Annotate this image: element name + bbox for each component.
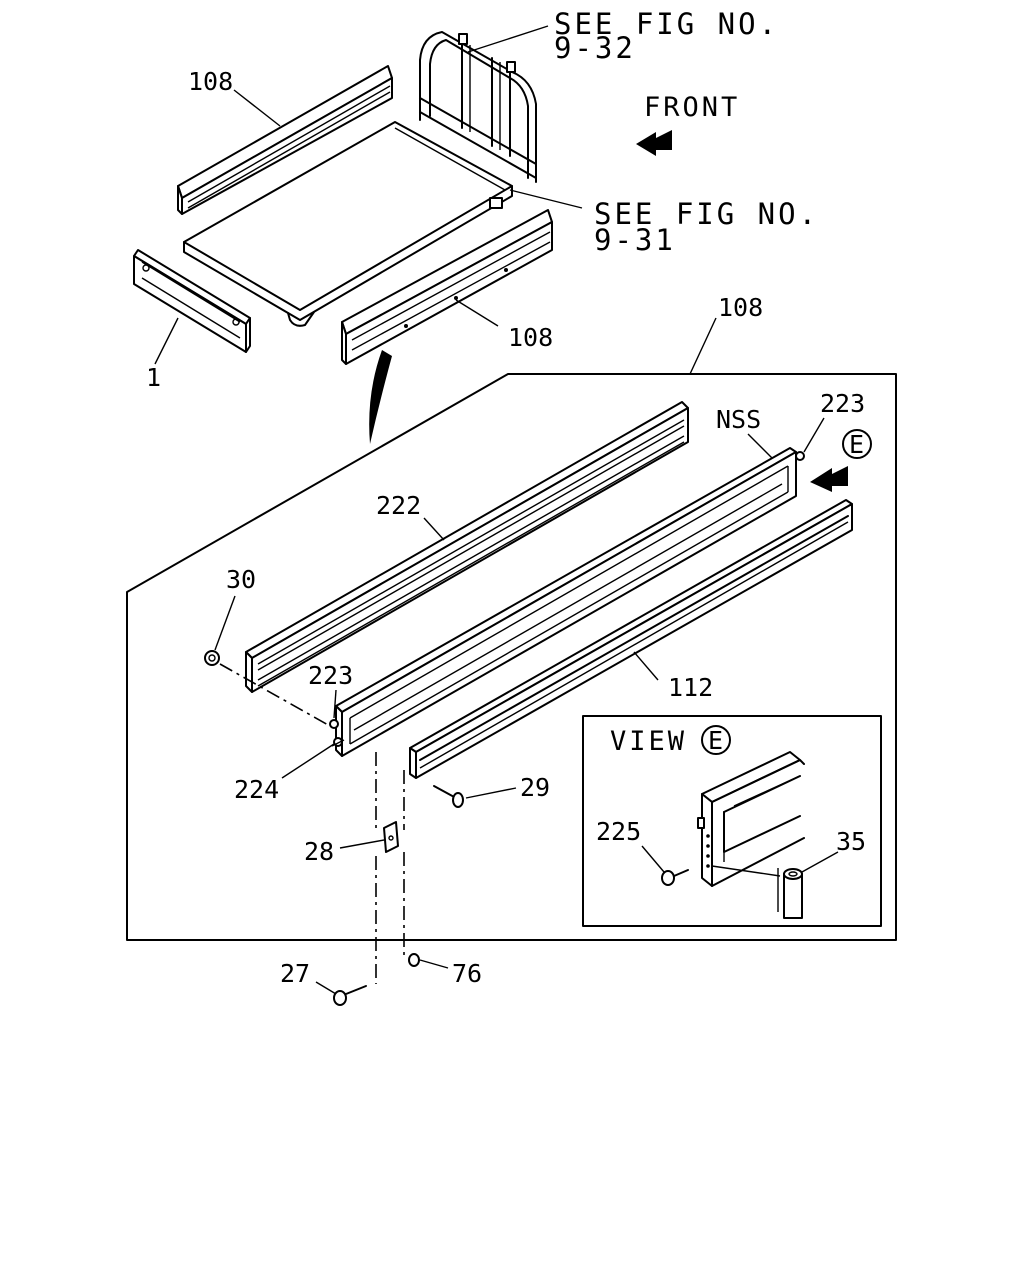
label-76: 76 [452, 959, 482, 988]
label-35: 35 [836, 827, 866, 856]
label-223-end: 223 [820, 389, 865, 418]
label-nss: NSS [716, 405, 761, 434]
label-224: 224 [234, 775, 279, 804]
rail-nss [335, 447, 797, 757]
label-108-left: 108 [188, 67, 233, 96]
detail-panel-border [126, 373, 897, 941]
label-222: 222 [376, 491, 421, 520]
label-28: 28 [304, 837, 334, 866]
label-108-right: 108 [508, 323, 553, 352]
bolt-224 [331, 737, 345, 747]
view-e-box-letter: E [708, 726, 723, 755]
floor-bracket [489, 197, 503, 209]
ref-fig-9-32-line1: SEE FIG NO. [554, 7, 779, 41]
view-box-e-marker [701, 725, 731, 755]
front-label: FRONT [644, 92, 740, 123]
tail-gate [133, 249, 251, 353]
nut-30 [204, 650, 220, 666]
cargo-floor [183, 121, 513, 327]
ref-fig-9-31-line1: SEE FIG NO. [594, 197, 819, 231]
cab-guard [419, 31, 537, 183]
view-e-inset-border [582, 715, 882, 927]
label-225: 225 [596, 817, 641, 846]
washer-76 [408, 953, 420, 967]
bracket-28 [383, 821, 399, 853]
hinge-223-far [795, 451, 805, 461]
ref-fig-9-31-line2: 9-31 [594, 223, 676, 257]
view-e-rail [697, 751, 805, 887]
label-108-group: 108 [718, 293, 763, 322]
view-e-marker-letter: E [849, 430, 864, 459]
ref-fig-9-32-line2: 9-32 [554, 31, 636, 65]
side-rail-upper-left [177, 65, 393, 215]
front-arrow-icon [636, 130, 672, 156]
label-223-top: 223 [308, 661, 353, 690]
detail-arrow [369, 350, 392, 444]
hinge-223-near [329, 719, 339, 729]
bolt-29 [433, 785, 464, 808]
label-112: 112 [668, 673, 713, 702]
rail-222 [245, 401, 689, 693]
view-e-label: VIEW [610, 726, 687, 757]
label-30: 30 [226, 565, 256, 594]
pin-35 [777, 868, 803, 919]
view-e-marker [842, 429, 872, 459]
view-e-arrow-icon [810, 466, 848, 492]
label-27: 27 [280, 959, 310, 988]
label-29: 29 [520, 773, 550, 802]
screw-225 [661, 869, 689, 886]
rail-112 [409, 499, 853, 779]
pin-27 [333, 985, 367, 1006]
side-rail-upper-right [341, 209, 553, 365]
label-1: 1 [146, 363, 161, 392]
